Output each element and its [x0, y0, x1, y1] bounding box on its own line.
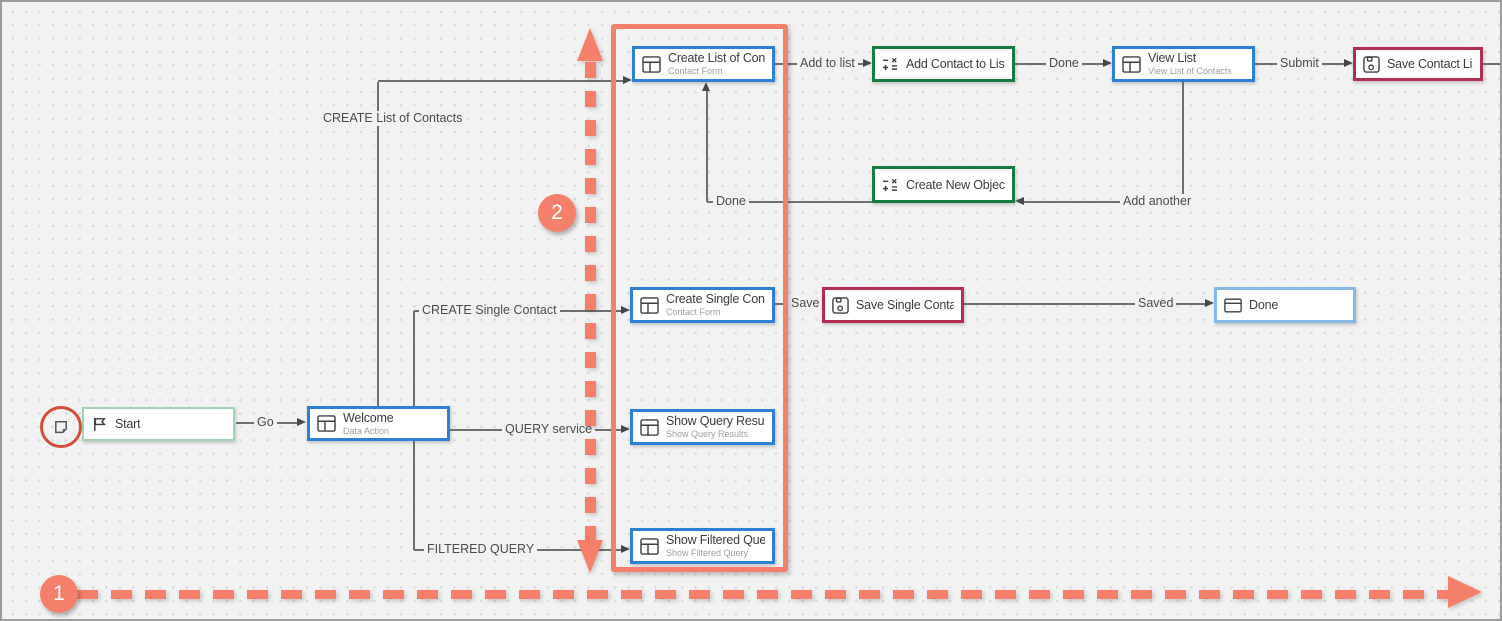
- arrowhead: [863, 59, 872, 67]
- page-icon: [1122, 56, 1141, 73]
- edge-label-add-to-list: Add to list: [797, 56, 858, 71]
- vertical-dashed-arrow: [585, 62, 596, 540]
- node-subtitle: Contact Form: [668, 66, 723, 77]
- step-badge-1: 1: [40, 575, 78, 613]
- arrowhead: [702, 82, 710, 91]
- action-icon: [882, 178, 899, 192]
- arrowhead: [623, 76, 632, 84]
- highlight-rectangle: [611, 24, 788, 572]
- node-text: Create Single Contac Contact Form: [666, 292, 765, 317]
- node-text: Create List of Conta.. Contact Form: [668, 51, 765, 76]
- annotation-note-marker[interactable]: [40, 406, 82, 448]
- node-subtitle: View List of Contacts: [1148, 66, 1232, 77]
- arrowhead: [621, 306, 630, 314]
- node-view-list[interactable]: View List View List of Contacts: [1112, 46, 1255, 82]
- horizontal-dashed-arrow: [77, 590, 1448, 599]
- node-create-new-object[interactable]: Create New Object: [872, 166, 1015, 203]
- edge-label-go: Go: [254, 415, 277, 430]
- node-create-single-contact[interactable]: Create Single Contac Contact Form: [630, 287, 775, 323]
- arrowhead: [621, 545, 630, 553]
- node-text: Welcome Data Action: [343, 411, 393, 436]
- node-title: Create New Object: [906, 177, 1005, 192]
- connector-add-another-v: [1182, 82, 1184, 202]
- node-title: Save Single Contact: [856, 298, 954, 312]
- node-add-contact-to-list[interactable]: Add Contact to List: [872, 46, 1015, 82]
- node-subtitle: Data Action: [343, 425, 390, 436]
- node-text: Start: [115, 417, 140, 431]
- edge-label-saved: Saved: [1135, 296, 1177, 311]
- save-icon: [1363, 56, 1380, 73]
- node-save-contact-list[interactable]: Save Contact List: [1353, 47, 1483, 81]
- page-icon: [317, 415, 336, 432]
- edge-label-submit: Submit: [1277, 56, 1322, 71]
- node-text: Save Single Contact: [856, 298, 954, 312]
- node-create-list-of-contacts[interactable]: Create List of Conta.. Contact Form: [632, 46, 775, 82]
- node-text: Show Filtered Quer... Show Filtered Quer…: [666, 533, 765, 558]
- node-title: Create List of Conta..: [668, 51, 765, 66]
- edge-label-add-another: Add another: [1120, 194, 1195, 209]
- node-title: Welcome: [343, 410, 394, 425]
- note-icon: [54, 420, 68, 434]
- connector-done-return-h: [707, 201, 872, 203]
- arrowhead: [1015, 197, 1024, 205]
- arrowhead: [297, 418, 306, 426]
- node-text: Save Contact List: [1387, 57, 1473, 71]
- node-start[interactable]: Start: [82, 407, 235, 441]
- horizontal-dashed-arrow-right-head: [1448, 576, 1482, 608]
- vertical-dashed-arrow-down-head: [577, 540, 603, 573]
- connector-offcanvas: [1483, 63, 1500, 65]
- save-icon: [832, 297, 849, 314]
- node-text: Done: [1249, 298, 1278, 312]
- node-title: Start: [115, 417, 141, 431]
- node-done[interactable]: Done: [1214, 287, 1356, 323]
- arrowhead: [1205, 299, 1214, 307]
- node-subtitle: Show Filtered Query: [666, 548, 749, 559]
- connector-add-another-h: [1024, 201, 1183, 203]
- node-subtitle: Show Query Results: [666, 429, 749, 440]
- edge-label-done-return: Done: [713, 194, 749, 209]
- arrowhead: [621, 425, 630, 433]
- connector-filtered-v: [413, 441, 415, 550]
- node-text: Show Query Results Show Query Results: [666, 414, 765, 439]
- edge-label-create-list: CREATE List of Contacts: [320, 111, 466, 126]
- node-save-single-contact[interactable]: Save Single Contact: [822, 287, 964, 323]
- connector-create-single-v: [413, 311, 415, 406]
- node-welcome[interactable]: Welcome Data Action: [307, 406, 450, 441]
- arrowhead: [1344, 59, 1353, 67]
- flag-icon: [91, 416, 108, 432]
- edge-label-filtered-query: FILTERED QUERY: [424, 542, 538, 557]
- step-badge-2: 2: [538, 194, 576, 232]
- node-subtitle: Contact Form: [666, 307, 721, 318]
- edge-label-create-single: CREATE Single Contact: [419, 303, 560, 318]
- action-icon: [882, 57, 899, 71]
- node-text: Add Contact to List: [906, 57, 1005, 71]
- connector-create-list-v: [377, 82, 379, 406]
- node-title: Save Contact List: [1387, 57, 1473, 71]
- node-show-filtered-query[interactable]: Show Filtered Quer... Show Filtered Quer…: [630, 528, 775, 564]
- node-text: Create New Object: [906, 178, 1005, 192]
- arrowhead: [1103, 59, 1112, 67]
- edge-label-done-top: Done: [1046, 56, 1082, 71]
- connector-saved: [964, 303, 1205, 305]
- node-text: View List View List of Contacts: [1148, 51, 1232, 76]
- node-title: Show Query Results: [666, 414, 765, 429]
- node-show-query-results[interactable]: Show Query Results Show Query Results: [630, 409, 775, 445]
- edge-label-save: Save: [788, 296, 823, 311]
- connector-create-list-h: [378, 80, 623, 82]
- edge-label-query-service: QUERY service: [502, 422, 596, 437]
- page-plain-icon: [1224, 298, 1242, 313]
- vertical-dashed-arrow-up-head: [577, 28, 603, 61]
- node-title: Add Contact to List: [906, 57, 1005, 71]
- connector-done-return-v: [706, 91, 708, 202]
- node-title: Done: [1249, 298, 1279, 312]
- node-title: Show Filtered Quer...: [666, 533, 765, 548]
- node-title: Create Single Contac: [666, 292, 765, 307]
- node-title: View List: [1148, 51, 1196, 66]
